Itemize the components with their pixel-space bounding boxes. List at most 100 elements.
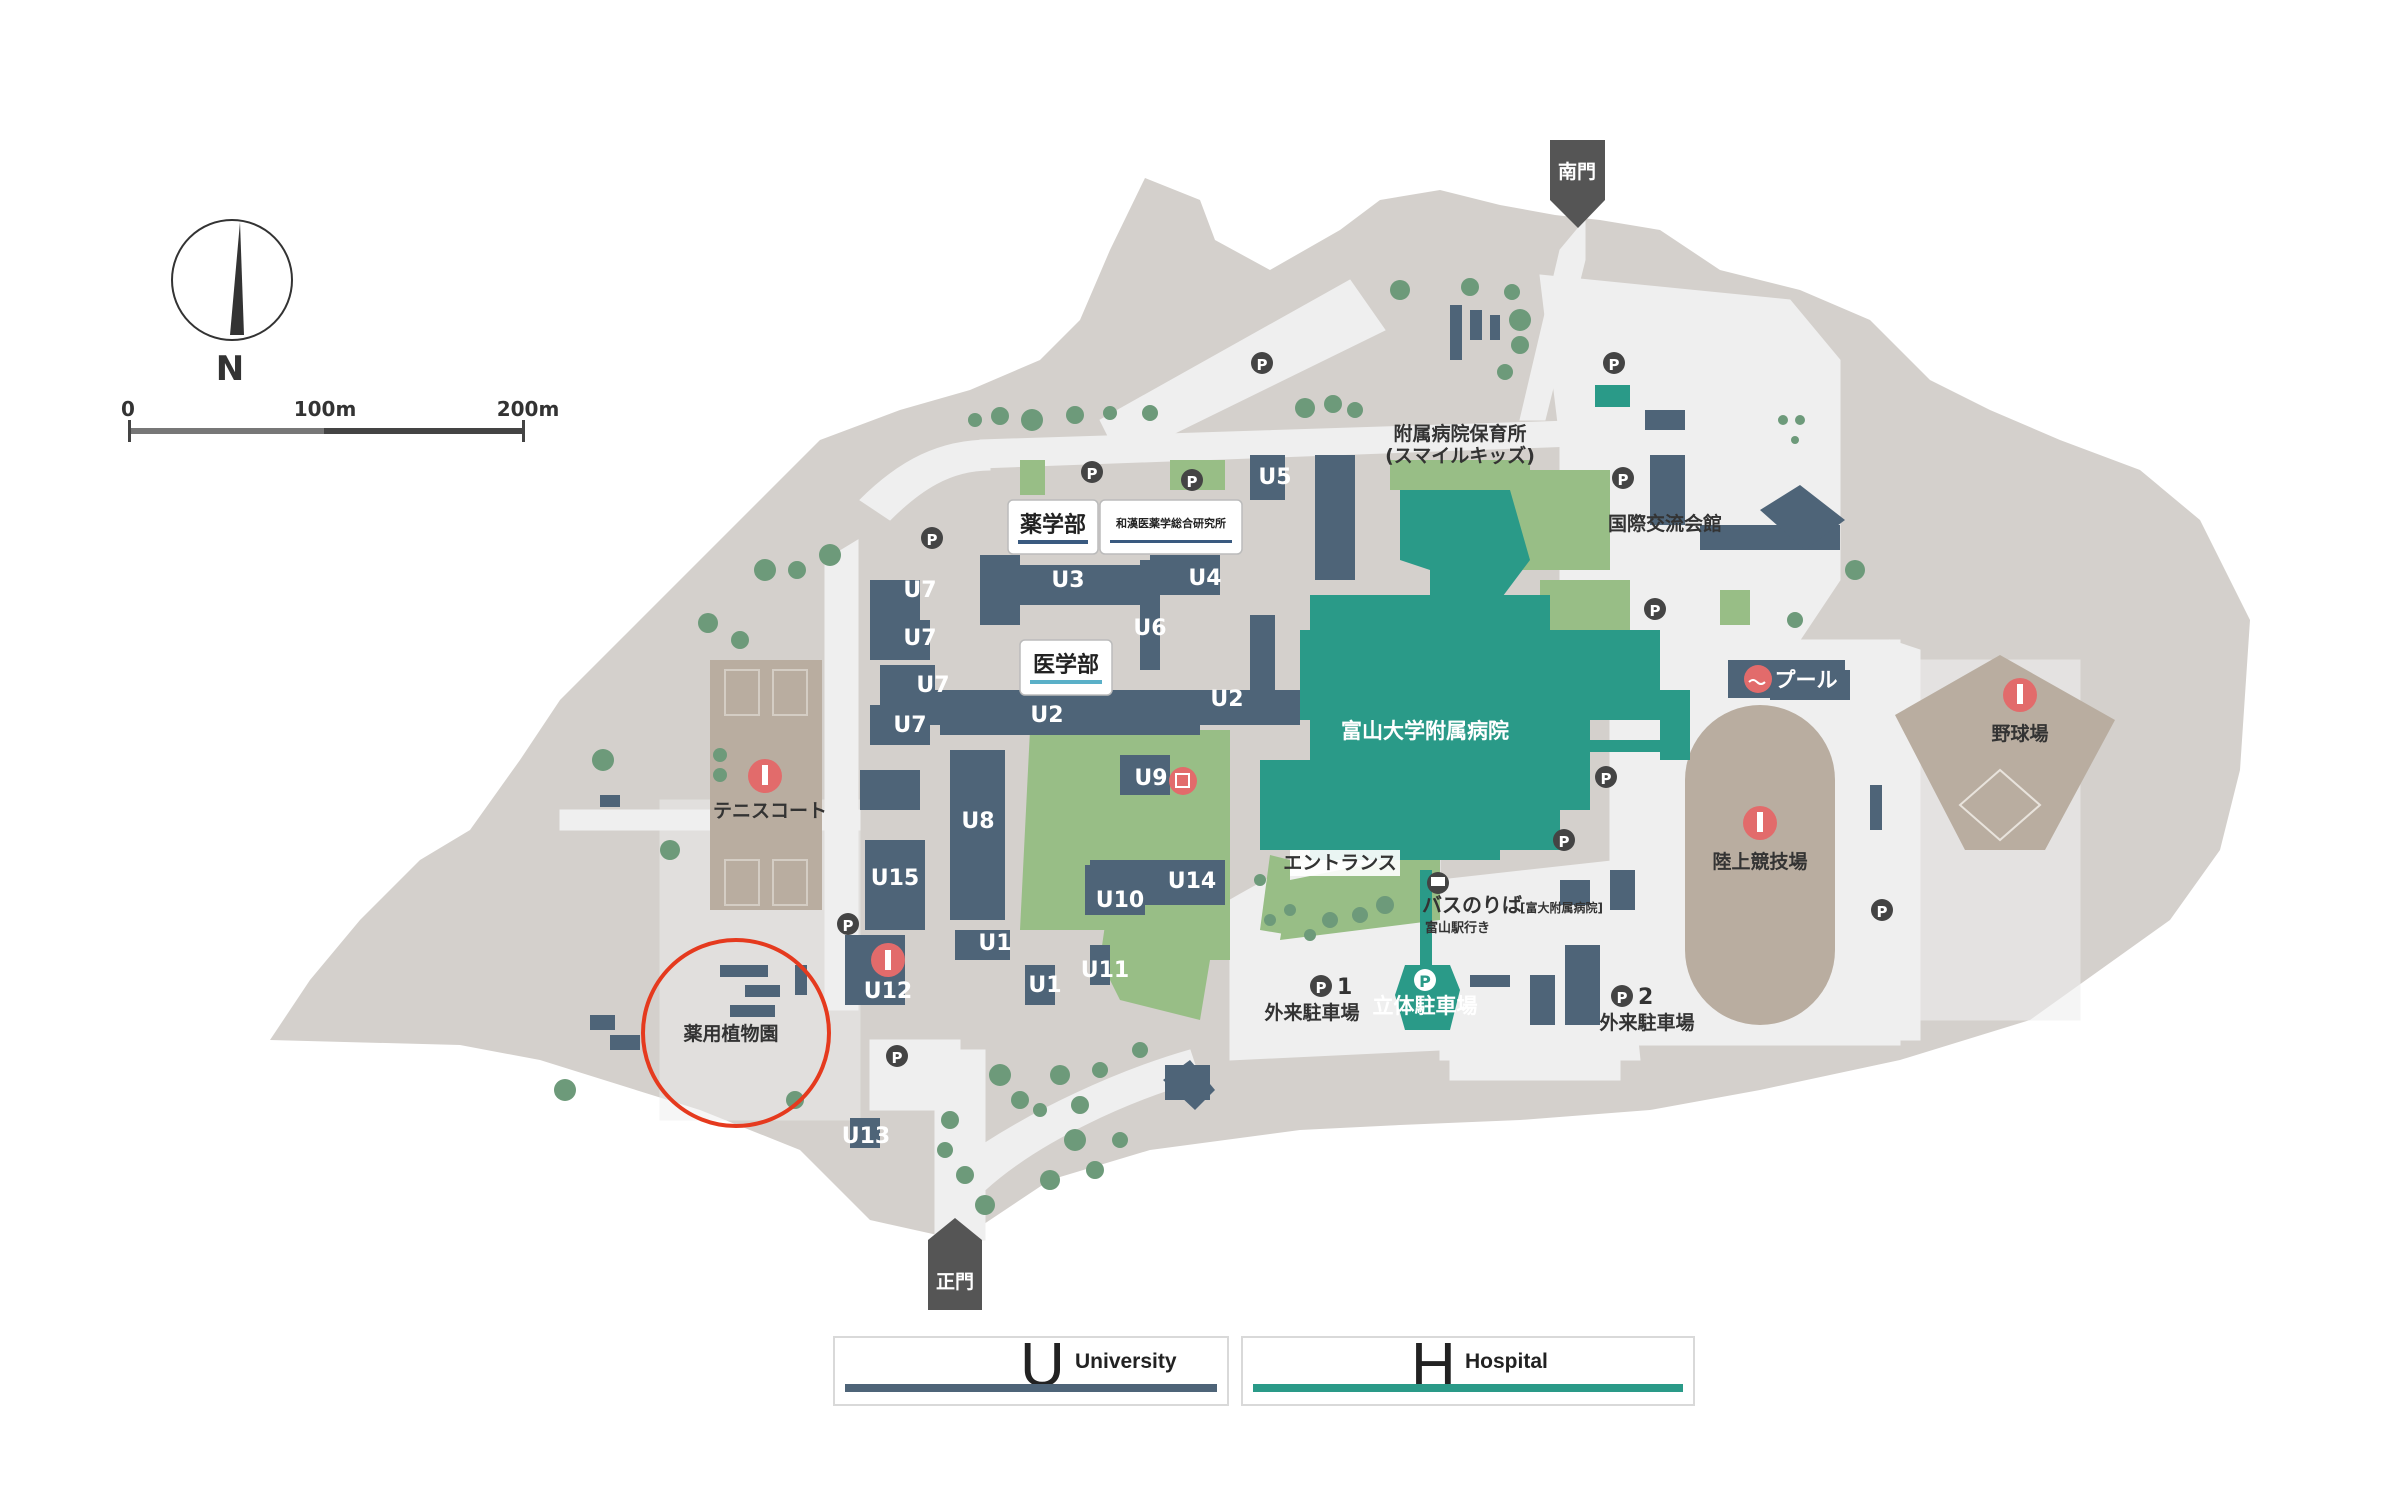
nursery-nickname-label[interactable]: (スマイルキッズ) xyxy=(1385,444,1535,467)
parking-icon xyxy=(1414,969,1436,991)
building-U2-a[interactable]: U2 xyxy=(1030,703,1063,728)
parking-pins: P P P P P P P P P P P P xyxy=(837,352,1893,1067)
international-hall-label[interactable]: 国際交流会館 xyxy=(1608,512,1722,535)
tennis-court-label: テニスコート xyxy=(713,800,827,822)
north-arrow-icon: N xyxy=(171,219,293,389)
parking-pin-11[interactable]: P xyxy=(837,913,859,935)
bus-stop[interactable]: バスのりば [富大附属病院] 富山駅行き xyxy=(1422,872,1603,936)
svg-text:P: P xyxy=(843,917,854,935)
parking-pin-5[interactable]: P xyxy=(921,527,943,549)
outpatient-parking-2-label: 外来駐車場 xyxy=(1599,1011,1694,1034)
building-U9[interactable]: U9 xyxy=(1134,766,1167,791)
medicinal-garden[interactable]: 薬用植物園 xyxy=(641,938,831,1128)
building-U11[interactable]: U11 xyxy=(1081,958,1129,983)
hospital-buildings xyxy=(1260,385,1690,1030)
svg-text:P: P xyxy=(1609,356,1620,374)
parking-pin-3[interactable]: P xyxy=(1081,461,1103,483)
medicine-sign[interactable]: 医学部 xyxy=(1019,639,1113,696)
building-codes: U5 U3 U4 U6 U7 U7 U7 U7 U2 U2 U8 U9 U15 … xyxy=(842,465,1292,1149)
multi-level-parking-label: 立体駐車場 xyxy=(1373,994,1478,1018)
track-field-label: 陸上競技場 xyxy=(1712,850,1807,873)
svg-text:P: P xyxy=(927,531,938,549)
south-gate-label: 南門 xyxy=(1558,161,1596,183)
building-U10[interactable]: U10 xyxy=(1096,888,1144,913)
parking-icon xyxy=(1310,975,1332,997)
building-U15[interactable]: U15 xyxy=(871,866,919,891)
pool-label: プール xyxy=(1775,668,1838,692)
main-gate-label: 正門 xyxy=(936,1271,974,1293)
parking-pin-4[interactable]: P xyxy=(1181,469,1203,491)
multi-level-parking[interactable]: P 立体駐車場 xyxy=(1373,969,1478,1018)
svg-text:P: P xyxy=(1618,471,1629,489)
legend-hospital-bar xyxy=(1253,1384,1683,1392)
parking-pin-6[interactable]: P xyxy=(1612,467,1634,489)
baseball-field xyxy=(1895,655,2115,850)
highlight-circle xyxy=(641,938,831,1128)
parking-pin-12[interactable]: P xyxy=(886,1045,908,1067)
bus-stop-label: バスのりば xyxy=(1422,893,1522,917)
building-U6[interactable]: U6 xyxy=(1133,616,1166,641)
svg-text:P: P xyxy=(1877,903,1888,921)
parking-pin-7[interactable]: P xyxy=(1644,598,1666,620)
legend-hospital-word: Hospital xyxy=(1465,1350,1548,1373)
legend-university-bar xyxy=(845,1384,1217,1392)
medicinal-garden-label: 薬用植物園 xyxy=(682,1022,778,1045)
building-U4[interactable]: U4 xyxy=(1188,566,1221,591)
parking-icon xyxy=(1611,985,1633,1007)
medicine-label: 医学部 xyxy=(1033,652,1099,678)
bus-route-label: [富大附属病院] xyxy=(1520,900,1603,915)
hospital-name[interactable]: 富山大学附属病院 xyxy=(1341,719,1509,743)
parking-pin-8[interactable]: P xyxy=(1595,766,1617,788)
building-U8[interactable]: U8 xyxy=(961,809,994,834)
building-U3[interactable]: U3 xyxy=(1051,568,1084,593)
legend-university: U University xyxy=(833,1331,1229,1406)
pharmacy-sign[interactable]: 薬学部 xyxy=(1007,499,1099,555)
svg-text:P: P xyxy=(1559,833,1570,851)
entrance-bg xyxy=(1290,850,1400,876)
u9-facility-icon xyxy=(1169,767,1197,795)
outpatient-parking-1[interactable]: P 1 外来駐車場 xyxy=(1264,975,1360,1024)
pool[interactable]: プール xyxy=(1728,660,1845,698)
hospital-entrance[interactable]: エントランス xyxy=(1283,852,1397,874)
scale-label-0: 0 xyxy=(121,397,135,421)
u12-facility-icon xyxy=(871,943,905,977)
track-field xyxy=(1685,705,1835,1025)
building-U7-c[interactable]: U7 xyxy=(916,673,949,698)
swimming-icon xyxy=(1744,665,1772,693)
wakan-institute-sign[interactable]: 和漢医薬学総合研究所 xyxy=(1099,499,1243,555)
building-U12[interactable]: U12 xyxy=(864,979,912,1004)
svg-text:P: P xyxy=(1187,473,1198,491)
parking-pin-2[interactable]: P xyxy=(1603,352,1625,374)
parking-pin-10[interactable]: P xyxy=(1871,899,1893,921)
parking-pin-1[interactable]: P xyxy=(1251,352,1273,374)
baseball-field-label-group[interactable]: 野球場 xyxy=(1991,678,2049,745)
building-U1-a[interactable]: U1 xyxy=(978,931,1011,956)
nursery-label[interactable]: 附属病院保育所 xyxy=(1393,422,1526,445)
university-buildings xyxy=(590,305,1882,1148)
parking-icon-letter: P xyxy=(1617,989,1628,1007)
track-field-label-group[interactable]: 陸上競技場 xyxy=(1712,806,1808,873)
bus-destination-label: 富山駅行き xyxy=(1425,920,1490,936)
main-gate[interactable]: 正門 xyxy=(928,1218,982,1310)
outpatient-parking-1-label: 外来駐車場 xyxy=(1264,1001,1359,1024)
parking-icon-letter: P xyxy=(1316,979,1327,997)
building-U13[interactable]: U13 xyxy=(842,1124,890,1149)
building-U7-d[interactable]: U7 xyxy=(893,713,926,738)
outpatient-parking-2[interactable]: P 2 外来駐車場 xyxy=(1599,985,1695,1034)
south-gate[interactable]: 南門 xyxy=(1550,140,1605,228)
scale-label-100m: 100m xyxy=(294,397,357,421)
parking-pin-9[interactable]: P xyxy=(1553,829,1575,851)
svg-text:P: P xyxy=(1087,465,1098,483)
building-U14[interactable]: U14 xyxy=(1168,869,1216,894)
parking-icon-letter: P xyxy=(1419,972,1431,991)
tennis-court-label-group[interactable]: テニスコート xyxy=(713,759,827,822)
trees xyxy=(554,278,1865,1215)
building-U7-b[interactable]: U7 xyxy=(903,626,936,651)
building-U1-b[interactable]: U1 xyxy=(1028,973,1061,998)
svg-text:P: P xyxy=(1601,770,1612,788)
scale-bar: 0 100m 200m xyxy=(121,397,559,442)
building-U5[interactable]: U5 xyxy=(1258,465,1291,490)
scale-label-200m: 200m xyxy=(497,397,560,421)
building-U2-b[interactable]: U2 xyxy=(1210,687,1243,712)
building-U7-a[interactable]: U7 xyxy=(903,578,936,603)
